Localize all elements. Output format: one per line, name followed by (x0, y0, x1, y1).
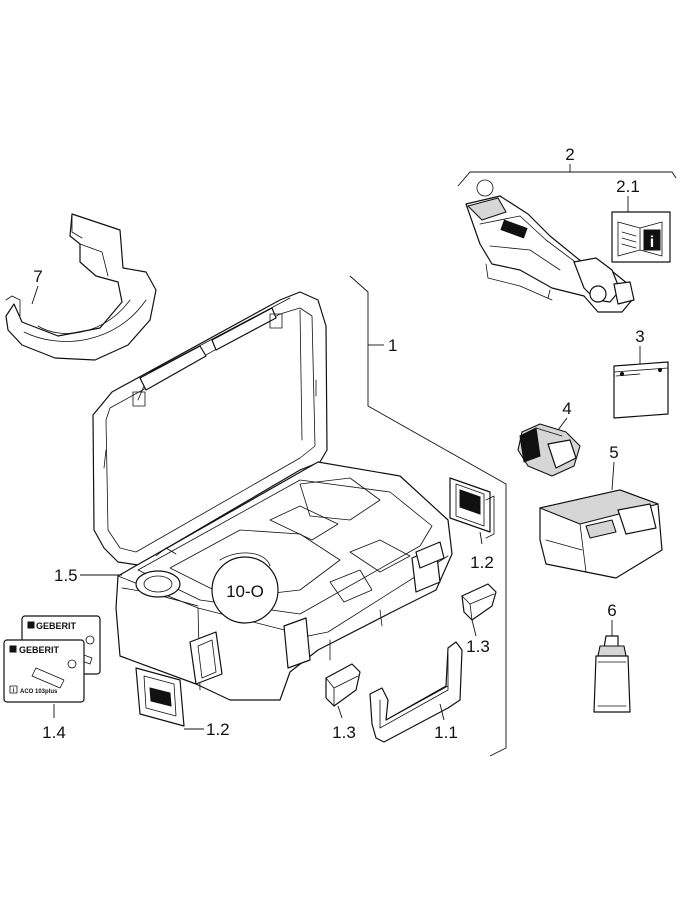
callout-1-1: 1.1 (434, 723, 458, 742)
insert-label: 10-O (226, 582, 264, 601)
battery-charger-part (539, 489, 663, 579)
battery-part (517, 423, 581, 477)
carrying-case-part: 10-O (92, 291, 453, 701)
callout-1-5: 1.5 (54, 566, 78, 585)
callout-1-3-right: 1.3 (466, 637, 490, 656)
manual-info-mark: i (650, 234, 654, 251)
callout-1-4: 1.4 (42, 723, 66, 742)
operating-manual-part: i (611, 211, 671, 263)
holder-plate-right-part (449, 477, 495, 539)
square-bullet-icon (27, 621, 35, 629)
info-manual-icon (643, 229, 661, 251)
callout-2: 2 (565, 145, 574, 164)
callout-7: 7 (33, 267, 42, 286)
info-cards-part: GEBERIT GEBERIT i ACO 103plus (3, 615, 101, 703)
press-tool-part (465, 179, 635, 313)
callout-numbers: 2 2.1 1 3 4 5 6 7 1.5 1.2 1.3 1.4 1.2 1.… (33, 145, 644, 742)
card-front-brand: GEBERIT (19, 645, 60, 655)
callout-4: 4 (562, 399, 571, 418)
callout-1-3-lower: 1.3 (332, 723, 356, 742)
callout-2-1: 2.1 (616, 177, 640, 196)
case-handle-part (369, 641, 463, 743)
callout-1-2-left: 1.2 (206, 720, 230, 739)
card-info-mark: i (13, 688, 15, 694)
bluetooth-icon-front (67, 659, 77, 669)
callout-6: 6 (607, 601, 616, 620)
callout-5: 5 (609, 443, 618, 462)
oil-bottle-part (593, 635, 631, 713)
callout-3: 3 (635, 327, 644, 346)
callout-1: 1 (388, 336, 397, 355)
case-foot-lower-part (325, 663, 361, 707)
info-mark-box (9, 685, 18, 694)
label-sheet-part (613, 361, 669, 419)
case-foot-upper-part (461, 583, 497, 621)
holder-plate-left-part (135, 667, 185, 727)
square-bullet-icon-front (9, 645, 17, 653)
card-model: ACO 103plus (20, 689, 58, 695)
insert-marker-circle (211, 556, 279, 624)
card-back-brand: GEBERIT (36, 621, 77, 631)
bluetooth-icon (85, 635, 95, 645)
leader-lines (31, 164, 677, 757)
shoulder-strap-part (5, 213, 157, 361)
callout-1-2-right: 1.2 (470, 553, 494, 572)
